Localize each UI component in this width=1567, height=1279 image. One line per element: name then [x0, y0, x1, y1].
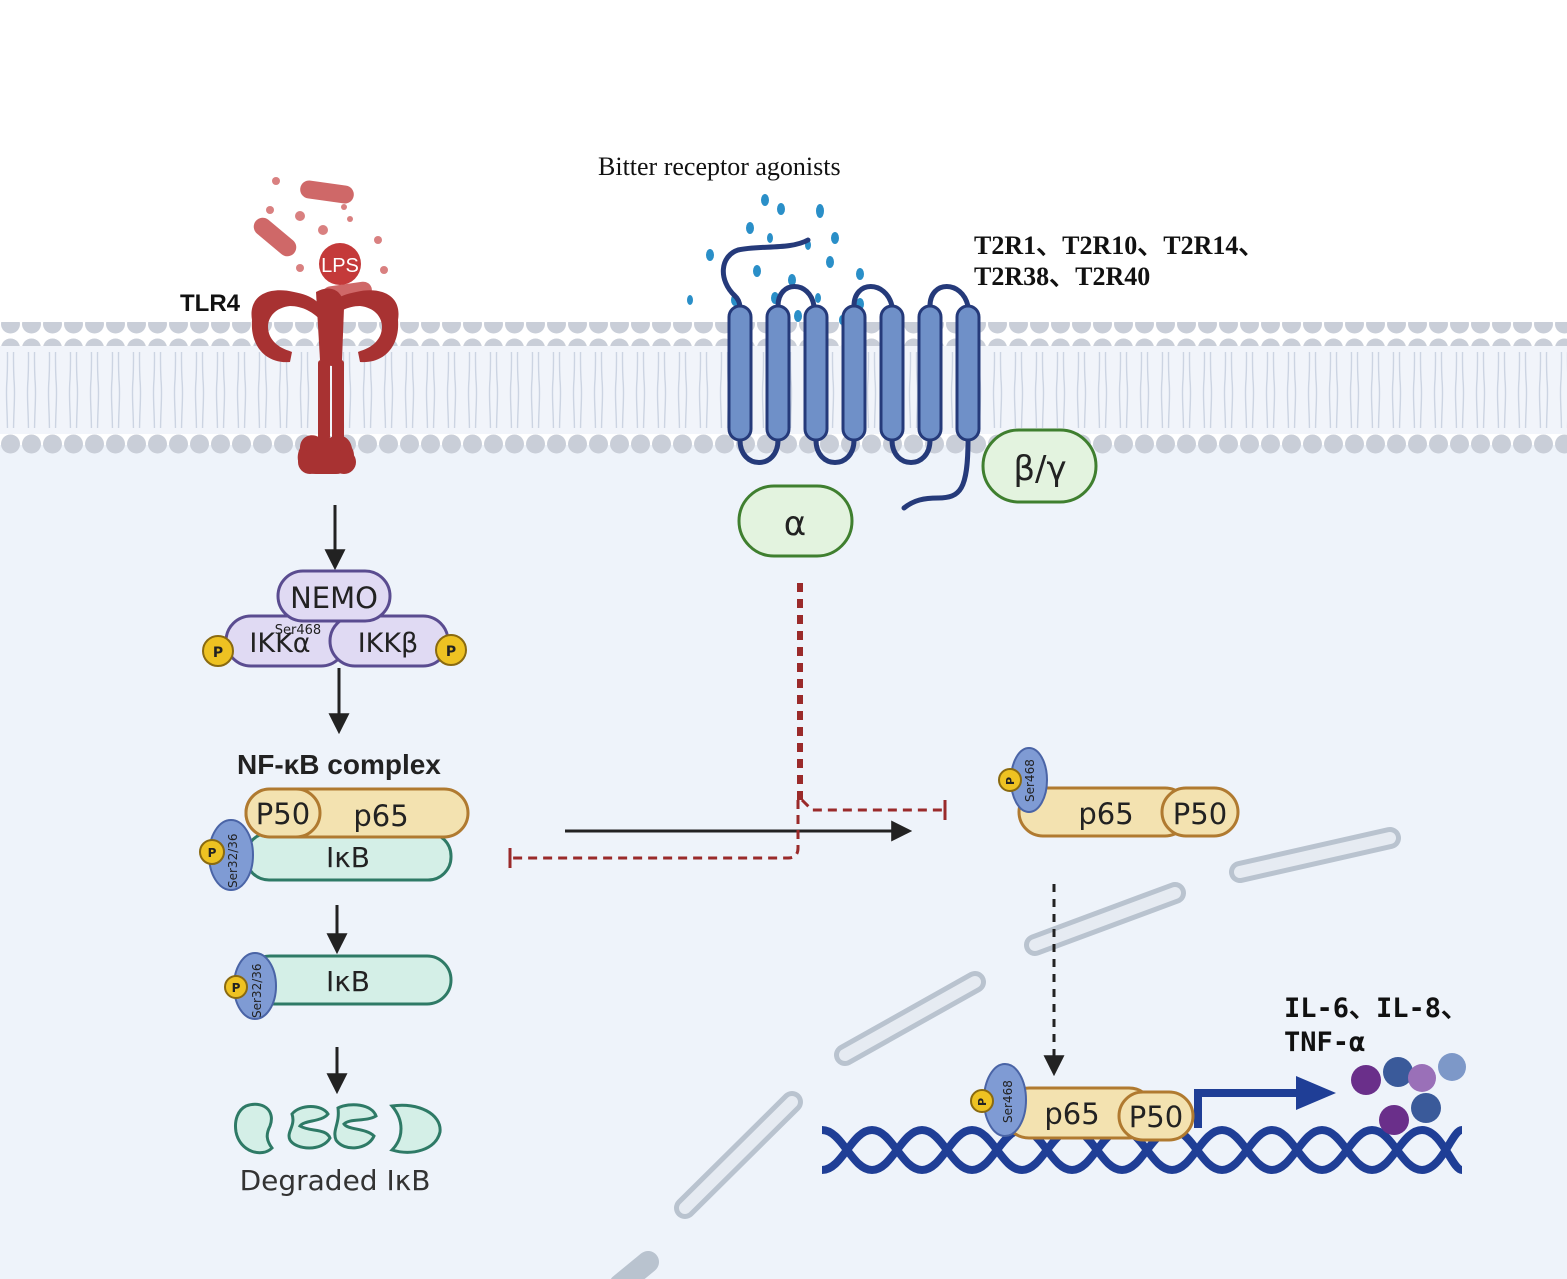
tlr4-receptor: [251, 288, 399, 474]
nemo-label: NEMO: [290, 581, 378, 615]
g-betagamma-subunit: β/γ: [981, 428, 1098, 504]
nfkb-complex: P50 p65 IκB P Ser32/36: [199, 787, 470, 891]
phospho-icon: [998, 768, 1022, 792]
active-p-label: P: [1004, 777, 1017, 785]
lps-bacteria: [253, 177, 388, 304]
phospho-icon: [224, 975, 248, 999]
active-p65-label: p65: [1078, 797, 1133, 831]
chromatin-fibers-inner: [679, 832, 1396, 1214]
nfkb-ser-label: Ser32/36: [226, 833, 240, 888]
p-right-label: P: [446, 644, 456, 660]
p65-label: p65: [353, 799, 408, 833]
cytokines-line1: IL-6、IL-8、: [1284, 993, 1468, 1024]
degraded-ikb-label: Degraded IκB: [240, 1164, 431, 1197]
nuclear-ser-label: Ser468: [1001, 1080, 1015, 1123]
inhibition-lines: [508, 583, 947, 868]
ikkb-label: IKKβ: [358, 628, 419, 659]
nuclear-nfkb: p65 P50 P Ser468: [970, 1063, 1195, 1142]
cytokine-molecules: [1351, 1053, 1466, 1135]
nuclear-p50-label: P50: [1129, 1100, 1183, 1134]
phospho-icon: [202, 635, 234, 667]
p50-label: P50: [256, 797, 310, 831]
p-left-label: P: [213, 645, 223, 661]
free-ikb-ser-label: Ser32/36: [250, 963, 264, 1018]
free-ikb-label: IκB: [326, 965, 370, 998]
phospho-icon: [970, 1089, 994, 1113]
free-ikb-p-label: P: [232, 981, 241, 995]
receptor-names-line2: T2R38、T2R40: [974, 262, 1150, 291]
active-p50-label: P50: [1173, 797, 1227, 831]
betagamma-label: β/γ: [1013, 449, 1066, 489]
transcription-arrow: [1194, 1076, 1336, 1128]
ikk-complex: NEMO IKKα IKKβ Ser468 P P: [202, 569, 467, 668]
phospho-icon: [435, 634, 467, 666]
lps-badge: LPS: [319, 243, 361, 285]
nuclear-p-label: P: [976, 1098, 989, 1106]
receptor-names-line1: T2R1、T2R10、T2R14、: [974, 231, 1264, 260]
active-nfkb: p65 P50 P Ser468: [998, 747, 1240, 838]
tlr4-label: TLR4: [180, 290, 241, 317]
bitter-taste-receptor: [720, 237, 981, 511]
nfkb-p-label: P: [208, 846, 217, 860]
free-ikb: IκB P Ser32/36: [224, 952, 453, 1020]
agonists-label: Bitter receptor agonists: [598, 152, 841, 181]
nuclear-p65-label: p65: [1044, 1097, 1099, 1131]
ikk-ser-label: Ser468: [275, 623, 321, 638]
ikka-label: IKKα: [249, 628, 310, 659]
alpha-label: α: [784, 504, 806, 544]
cytokines-line2: TNF-α: [1284, 1027, 1365, 1058]
lps-label: LPS: [321, 255, 359, 277]
g-alpha-subunit: α: [737, 484, 854, 558]
active-ser-label: Ser468: [1023, 759, 1037, 802]
dna-helix: [821, 1125, 1464, 1175]
pathway-arrows: [324, 505, 913, 1095]
degraded-ikb-fragments: [234, 1102, 442, 1155]
nfkb-complex-title: NF-κB complex: [237, 749, 441, 780]
ikb-label: IκB: [326, 841, 370, 874]
phospho-icon: [199, 839, 225, 865]
